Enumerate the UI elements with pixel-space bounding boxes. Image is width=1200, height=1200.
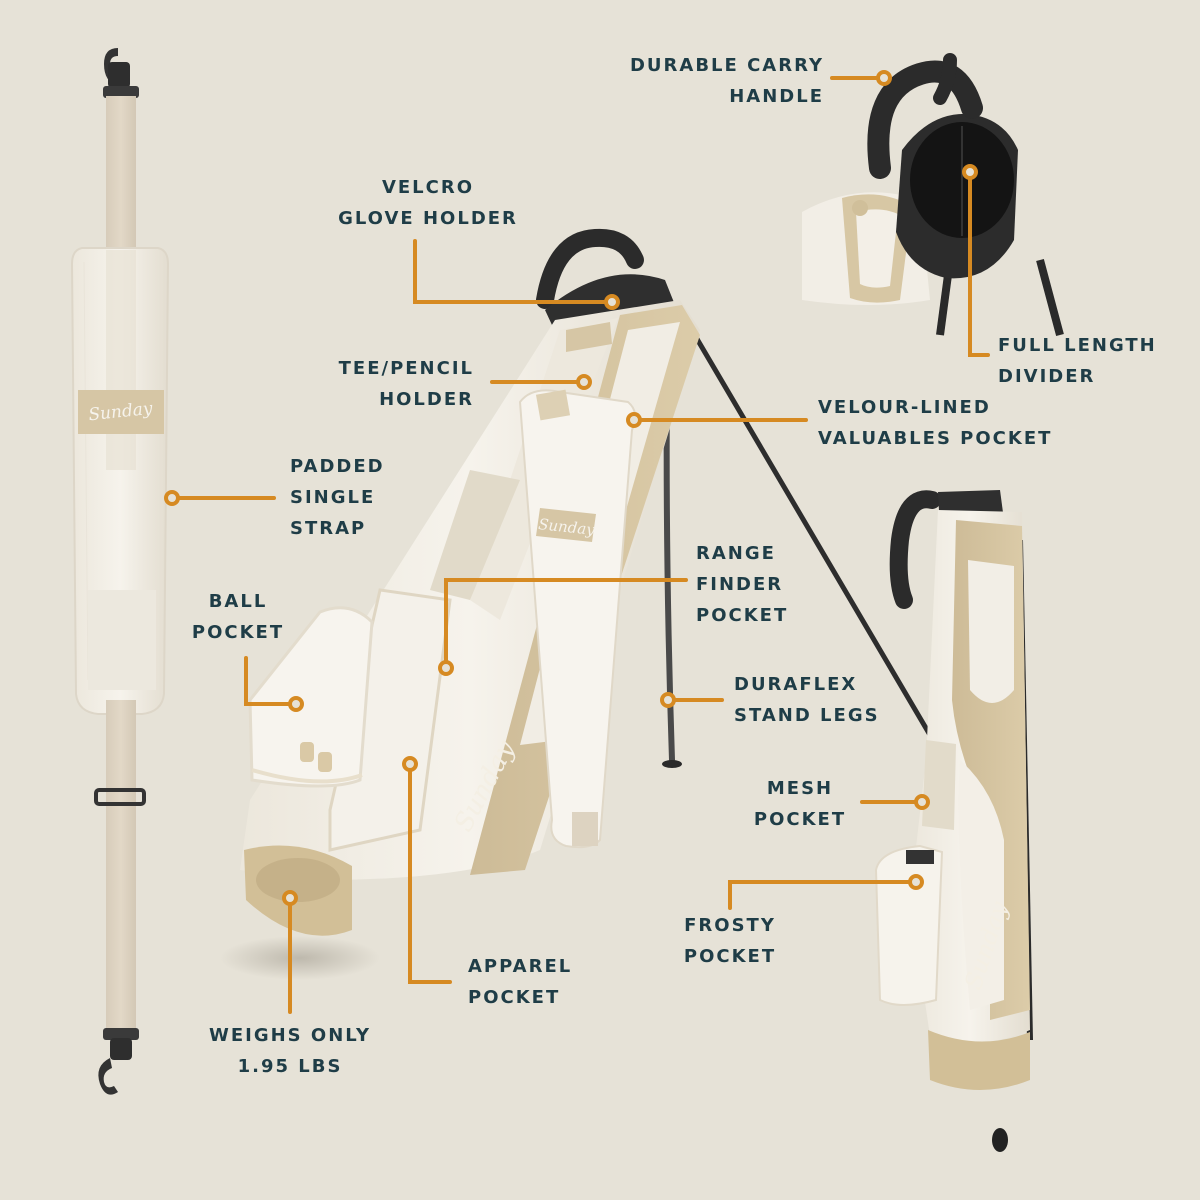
label-mesh-pocket: MESH POCKET (753, 778, 847, 830)
strap2-logo-script: Sunday (537, 515, 596, 539)
label-stand-legs: DURAFLEX STAND LEGS (734, 674, 880, 726)
strap-logo-patch (78, 390, 164, 434)
callout-dot-ball-pocket (288, 696, 304, 712)
callout-dot-full-length-divider (962, 164, 978, 180)
callout-line-apparel-pocket (408, 762, 452, 984)
callout-dot-mesh-pocket (914, 794, 930, 810)
label-glove-holder: VELCRO GLOVE HOLDER (338, 177, 518, 229)
label-padded-strap: PADDED SINGLE STRAP (290, 456, 385, 539)
callout-dot-glove-holder (604, 294, 620, 310)
label-valuables-pocket: VELOUR-LINED VALUABLES POCKET (818, 397, 1053, 449)
callout-dot-carry-handle (876, 70, 892, 86)
callout-line-frosty-pocket (728, 880, 918, 910)
strap-bottom-clip (98, 1028, 139, 1095)
main-bag-strap-patch (536, 508, 596, 542)
callout-dot-stand-legs (660, 692, 676, 708)
callout-dot-valuables-pocket (626, 412, 642, 428)
label-carry-handle: DURABLE CARRY HANDLE (629, 55, 824, 107)
strap-top-clip (103, 48, 139, 98)
label-weight: WEIGHS ONLY 1.95 LBS (209, 1025, 371, 1077)
shoulder-strap: Sunday (70, 48, 170, 1095)
label-apparel-pocket: APPAREL POCKET (468, 956, 573, 1008)
strap-slider-buckle (94, 788, 146, 806)
main-golf-bag: Sunday Sunday (220, 228, 933, 980)
ball-pocket-shape (248, 606, 374, 788)
main-bag-strap (518, 389, 637, 849)
side-bag-handle (889, 490, 941, 609)
callout-line-full-length-divider (968, 170, 990, 357)
stand-leg-front (677, 307, 933, 738)
callout-dot-range-finder (438, 660, 454, 676)
main-bag-handle (536, 228, 644, 309)
side-bag-frosty-pocket (874, 844, 944, 1006)
label-range-finder-pocket: RANGE FINDER POCKET (696, 543, 789, 626)
callout-dot-tee-pencil-holder (576, 374, 592, 390)
callout-line-range-finder (444, 578, 688, 670)
label-full-length-divider: FULL LENGTH DIVIDER (998, 335, 1157, 387)
inset-top-view (802, 53, 1064, 337)
side-view-bag: Sunday (874, 490, 1033, 1152)
callout-line-ball-pocket (244, 656, 298, 706)
label-tee-pencil-holder: TEE/PENCIL HOLDER (338, 358, 474, 410)
callout-dot-weight (282, 890, 298, 906)
side-bag-mesh-pocket (922, 740, 956, 830)
label-frosty-pocket: FROSTY POCKET (683, 915, 777, 967)
label-ball-pocket: BALL POCKET (191, 591, 285, 643)
callout-dot-padded-strap (164, 490, 180, 506)
callout-dot-apparel-pocket (402, 756, 418, 772)
callout-dot-frosty-pocket (908, 874, 924, 890)
inset-carry-handle (867, 60, 983, 179)
callout-line-glove-holder (413, 239, 614, 304)
